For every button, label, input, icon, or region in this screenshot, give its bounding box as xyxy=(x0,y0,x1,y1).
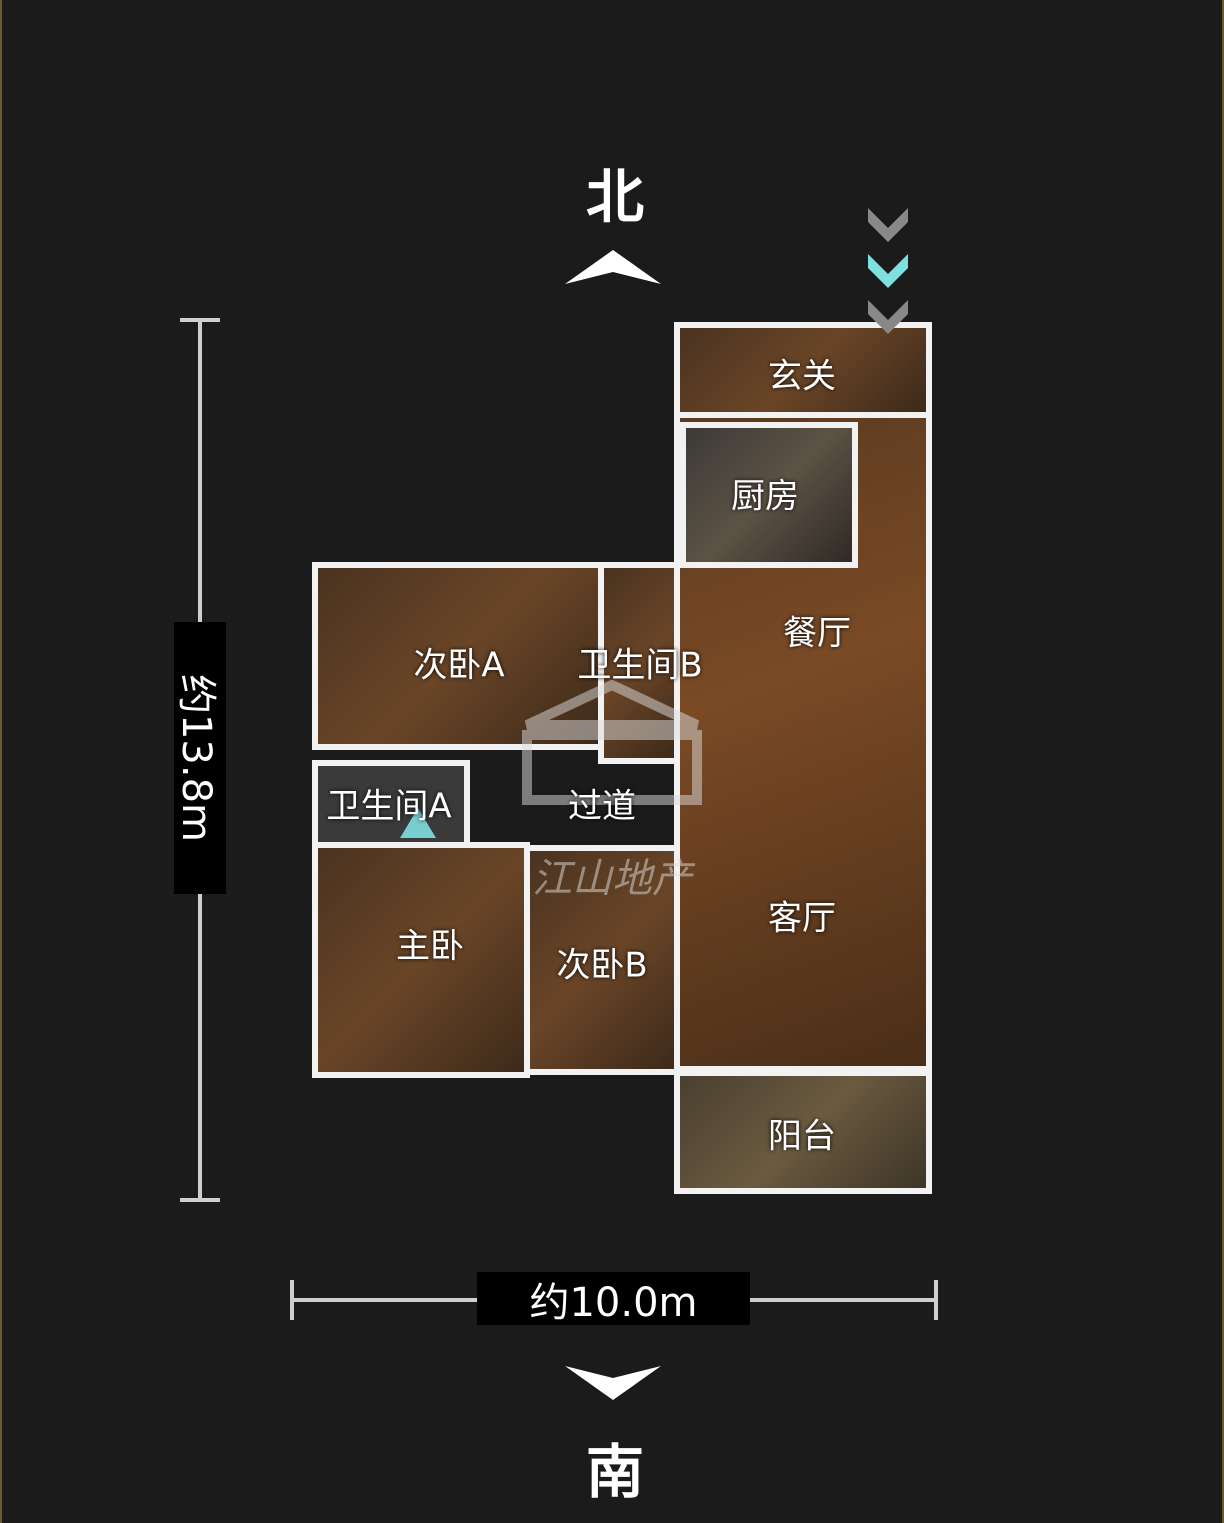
label-dining: 餐厅 xyxy=(783,613,851,654)
south-arrow-icon[interactable] xyxy=(565,1362,661,1402)
label-kitchen: 厨房 xyxy=(731,476,799,517)
north-label: 北 xyxy=(585,163,645,231)
room-bedroom-a[interactable] xyxy=(312,562,604,750)
room-bedroom-b[interactable] xyxy=(524,845,680,1075)
label-corridor: 过道 xyxy=(568,786,636,827)
width-dimension-label: 约10.0m xyxy=(477,1272,750,1326)
label-bedroom-b: 次卧B xyxy=(556,945,648,986)
height-dimension-label: 约13.8m xyxy=(173,673,219,843)
dimension-tick xyxy=(934,1280,938,1320)
label-bathroom-a: 卫生间A xyxy=(326,786,452,827)
dimension-tick xyxy=(180,318,220,322)
dimension-tick xyxy=(180,1198,220,1202)
room-kitchen[interactable] xyxy=(680,422,858,568)
label-living: 客厅 xyxy=(768,898,836,939)
watermark-logo: 江山地产 xyxy=(522,680,702,902)
svg-text:江山地产: 江山地产 xyxy=(532,856,696,902)
entry-chevrons-icon xyxy=(868,208,908,334)
label-master-bedroom: 主卧 xyxy=(396,926,464,967)
south-label: 南 xyxy=(585,1438,645,1506)
label-balcony: 阳台 xyxy=(768,1116,836,1157)
label-bathroom-b: 卫生间B xyxy=(577,645,703,686)
label-entrance: 玄关 xyxy=(768,356,836,397)
room-balcony[interactable] xyxy=(674,1070,932,1194)
dimension-tick xyxy=(290,1280,294,1320)
height-dimension-box: 约13.8m xyxy=(173,622,226,894)
north-arrow-icon[interactable] xyxy=(565,248,661,288)
current-position-marker-icon xyxy=(400,808,436,838)
label-bedroom-a: 次卧A xyxy=(413,645,505,686)
